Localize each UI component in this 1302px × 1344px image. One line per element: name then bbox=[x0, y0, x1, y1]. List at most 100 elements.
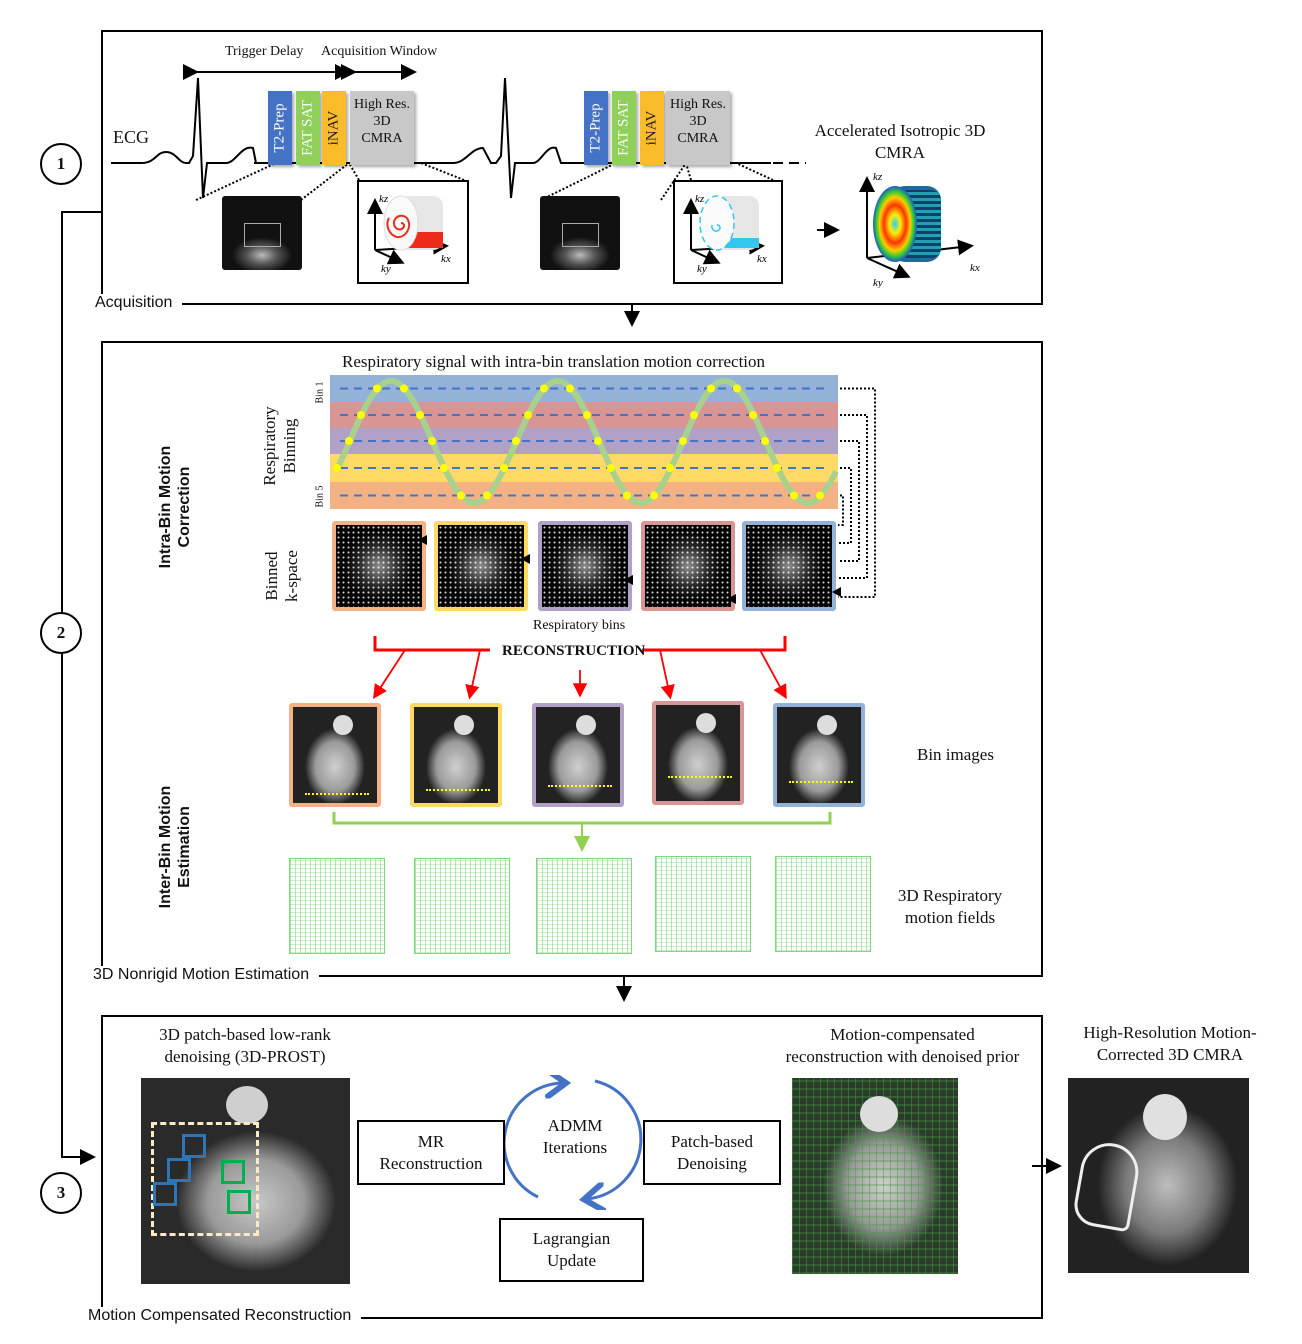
bin-image-1 bbox=[289, 703, 381, 807]
bin-crossing-point bbox=[607, 464, 615, 472]
bin-1-label: Bin 1 bbox=[314, 381, 326, 404]
svg-text:kz: kz bbox=[379, 193, 389, 205]
green-patch bbox=[227, 1190, 251, 1214]
svg-text:ky: ky bbox=[697, 263, 707, 275]
bin-5-label: Bin 5 bbox=[314, 485, 326, 508]
bin-crossing-point bbox=[690, 411, 698, 419]
bin-crossing-point bbox=[400, 384, 408, 393]
bin-crossing-point bbox=[483, 491, 491, 500]
accelerated-kspace-cylinder: kz kx ky bbox=[859, 171, 980, 288]
coronary-artery bbox=[1071, 1138, 1143, 1233]
resp-binning-label: Respiratory Binning bbox=[260, 406, 299, 486]
bin-crossing-point bbox=[773, 464, 781, 472]
bin-crossing-point bbox=[761, 437, 769, 445]
step-number-2: 2 bbox=[40, 612, 82, 654]
bin-crossing-point bbox=[500, 464, 508, 472]
bin-crossing-point bbox=[733, 384, 741, 393]
bin-crossing-point bbox=[416, 411, 424, 419]
bin-crossing-point bbox=[566, 384, 574, 393]
blue-patch bbox=[182, 1134, 206, 1158]
bin-crossing-point bbox=[623, 491, 631, 500]
bin-routing-line bbox=[838, 494, 844, 526]
bin-image-4 bbox=[652, 701, 744, 805]
motion-field-2 bbox=[414, 858, 510, 954]
acquisition-window-label: Acquisition Window bbox=[321, 44, 438, 59]
final-cmra-image bbox=[1068, 1078, 1249, 1273]
respiratory-binning-chart bbox=[330, 375, 876, 598]
diaphragm-marker bbox=[668, 776, 732, 778]
bin-crossing-point bbox=[440, 464, 448, 472]
bin-crossing-point bbox=[524, 411, 532, 419]
bin-routing-line bbox=[838, 467, 852, 544]
admm-cycle-arrows bbox=[505, 1075, 643, 1210]
step-number-1: 1 bbox=[40, 143, 82, 185]
bin-crossing-point bbox=[540, 384, 548, 393]
bin-crossing-point bbox=[457, 491, 465, 500]
binned-kspace-label: Binned k-space bbox=[262, 550, 301, 602]
green-patch bbox=[221, 1160, 245, 1184]
bin-crossing-point bbox=[666, 464, 674, 472]
inav-block: iNAV bbox=[640, 91, 664, 165]
mc-recon-title: Motion-compensated reconstruction with d… bbox=[785, 1025, 1020, 1066]
bin-crossing-point bbox=[679, 437, 687, 445]
motion-field-3 bbox=[536, 858, 632, 954]
bin-image-2 bbox=[410, 703, 502, 807]
bin-routing-line bbox=[838, 414, 868, 579]
bin-crossing-point bbox=[707, 384, 715, 393]
svg-text:kx: kx bbox=[757, 253, 767, 265]
bin-crossing-point bbox=[650, 491, 658, 500]
respiratory-bins-label: Respiratory bins bbox=[533, 618, 626, 633]
diaphragm-marker bbox=[548, 785, 612, 787]
motion-field-4 bbox=[655, 856, 751, 952]
admm-label: ADMM Iterations bbox=[542, 1116, 608, 1157]
bin-crossing-point bbox=[512, 437, 520, 445]
svg-text:kx: kx bbox=[441, 253, 451, 265]
svg-text:ky: ky bbox=[873, 277, 883, 288]
motion-fields-label: 3D Respiratory motion fields bbox=[897, 886, 1003, 927]
reconstruction-arrows bbox=[373, 636, 787, 700]
binned-kspace-4 bbox=[641, 521, 735, 611]
denoising-title: 3D patch-based low-rank denoising (3D-PR… bbox=[159, 1025, 331, 1066]
acquisition-label: Acquisition bbox=[95, 294, 183, 312]
bin-crossing-point bbox=[790, 491, 798, 500]
blue-patch bbox=[153, 1182, 177, 1206]
bin-crossing-point bbox=[357, 411, 365, 419]
green-merge-arrow bbox=[332, 812, 832, 852]
high-res-cmra-block: High Res. 3D CMRA bbox=[666, 91, 730, 165]
denoising-mri-image bbox=[141, 1078, 350, 1284]
bin-crossing-point bbox=[594, 437, 602, 445]
high-res-cmra-block: High Res. 3D CMRA bbox=[350, 91, 414, 165]
inav-block: iNAV bbox=[322, 91, 346, 165]
svg-text:kx: kx bbox=[970, 262, 980, 274]
t2-prep-block: T2-Prep bbox=[584, 91, 608, 165]
bin-crossing-point bbox=[428, 437, 436, 445]
arrow-left-icon bbox=[521, 554, 530, 564]
motion-field-1 bbox=[289, 858, 385, 954]
arrow-left-icon bbox=[418, 535, 427, 545]
intra-bin-title: Intra-Bin Motion Correction bbox=[157, 445, 193, 569]
result-title: Accelerated Isotropic 3D CMRA bbox=[814, 121, 986, 162]
blue-patch bbox=[167, 1158, 191, 1182]
flow-line-2-3 bbox=[61, 652, 96, 1165]
bin-crossing-point bbox=[333, 464, 341, 472]
trigger-delay-label: Trigger Delay bbox=[225, 44, 304, 59]
bin-crossing-point bbox=[345, 437, 353, 445]
kspace-spiral-red: kz kx ky bbox=[357, 180, 469, 284]
diaphragm-marker bbox=[426, 789, 490, 791]
arrow-left-icon bbox=[832, 587, 841, 597]
arrow-to-final bbox=[1032, 1158, 1062, 1174]
bin-images-label: Bin images bbox=[917, 745, 994, 764]
bin-crossing-point bbox=[749, 411, 757, 419]
mc-recon-image bbox=[792, 1078, 958, 1274]
bin-routing-line bbox=[838, 387, 876, 598]
bin-crossing-point bbox=[816, 491, 824, 500]
svg-text:kz: kz bbox=[695, 193, 705, 205]
inav-image-1 bbox=[222, 196, 302, 270]
reconstruction-label: RECONSTRUCTION bbox=[502, 643, 646, 659]
fat-sat-block: FAT SAT bbox=[612, 91, 636, 165]
arrow-left-icon bbox=[624, 575, 633, 585]
bin-crossing-point bbox=[373, 384, 381, 393]
